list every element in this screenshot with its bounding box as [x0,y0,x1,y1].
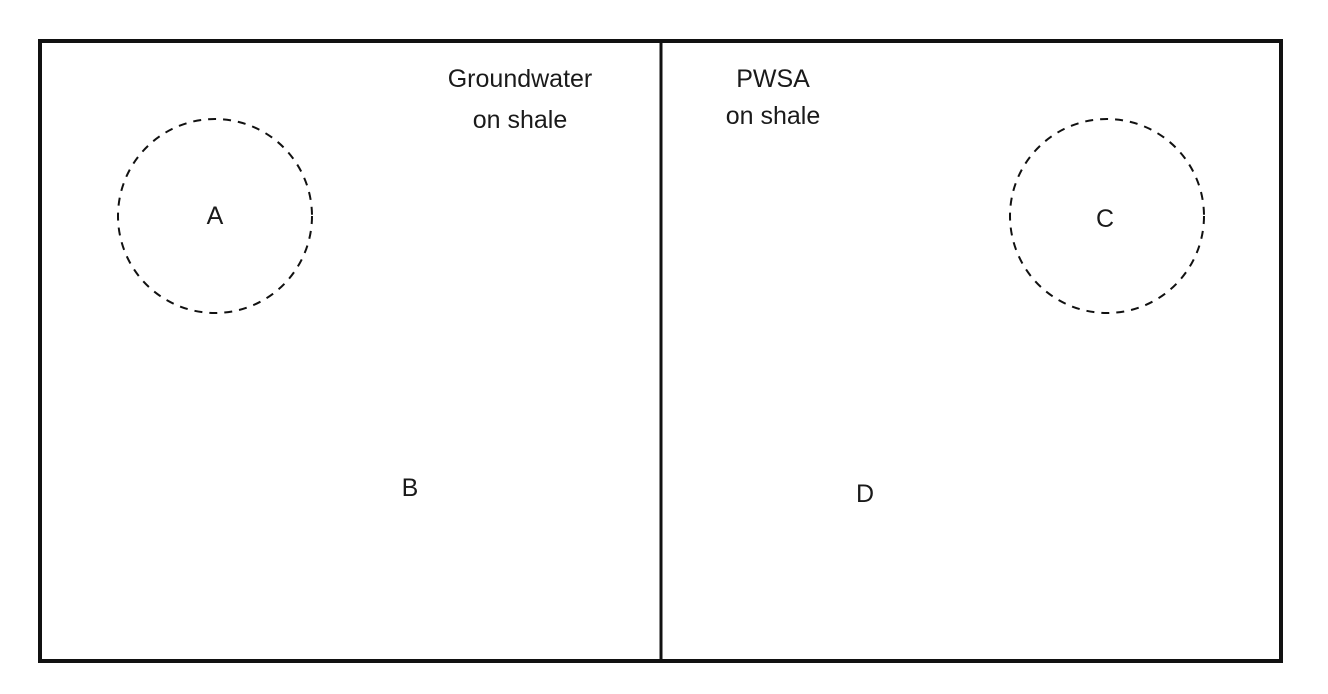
label-b: B [402,474,419,502]
label-d: D [856,480,874,508]
right-panel-title-line2: on shale [726,102,821,130]
left-panel-title-line2: on shale [473,106,568,134]
right-panel-title-line1: PWSA [736,65,810,93]
circle-c [1009,118,1205,314]
left-panel: Groundwater on shale A B [117,65,593,502]
label-c: C [1096,205,1114,233]
label-a: A [207,202,224,230]
right-panel: PWSA on shale C D [726,65,1205,508]
left-panel-title-line1: Groundwater [448,65,593,93]
circle-a [117,118,313,314]
